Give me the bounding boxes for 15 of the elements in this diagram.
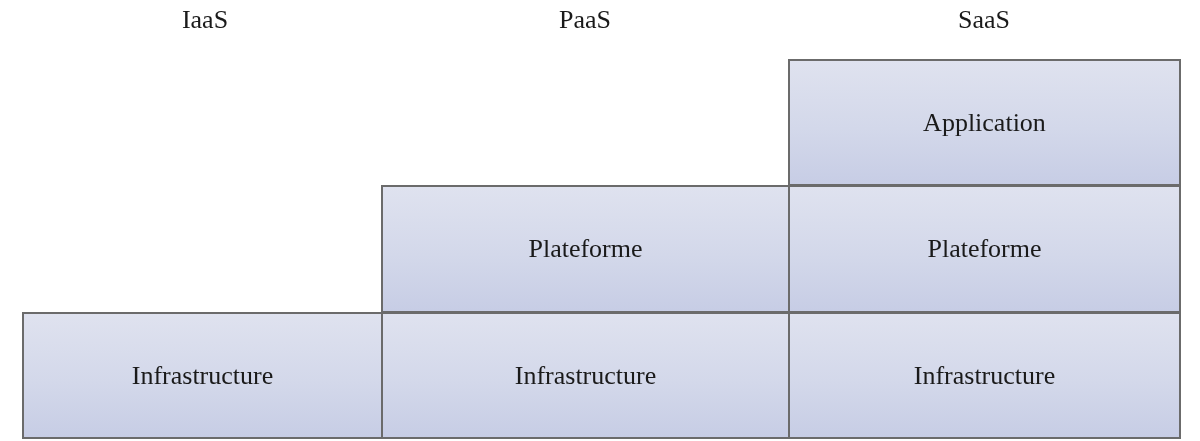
layer-label: Plateforme: [927, 234, 1042, 264]
layer-box: [788, 312, 1181, 439]
layer-label: Infrastructure: [913, 360, 1056, 391]
column-heading: IaaS: [181, 5, 229, 35]
layer-label: Infrastructure: [131, 360, 274, 391]
layer-label: Application: [923, 107, 1046, 138]
layer-box: [381, 185, 790, 313]
layer-box: [22, 312, 383, 439]
layer-box: [788, 59, 1181, 186]
column-heading: PaaS: [559, 5, 611, 35]
layer-label: Infrastructure: [514, 360, 657, 391]
layer-box: [381, 312, 790, 439]
column-heading: SaaS: [958, 5, 1010, 35]
layer-box: [788, 185, 1181, 313]
layer-label: Plateforme: [528, 234, 643, 264]
